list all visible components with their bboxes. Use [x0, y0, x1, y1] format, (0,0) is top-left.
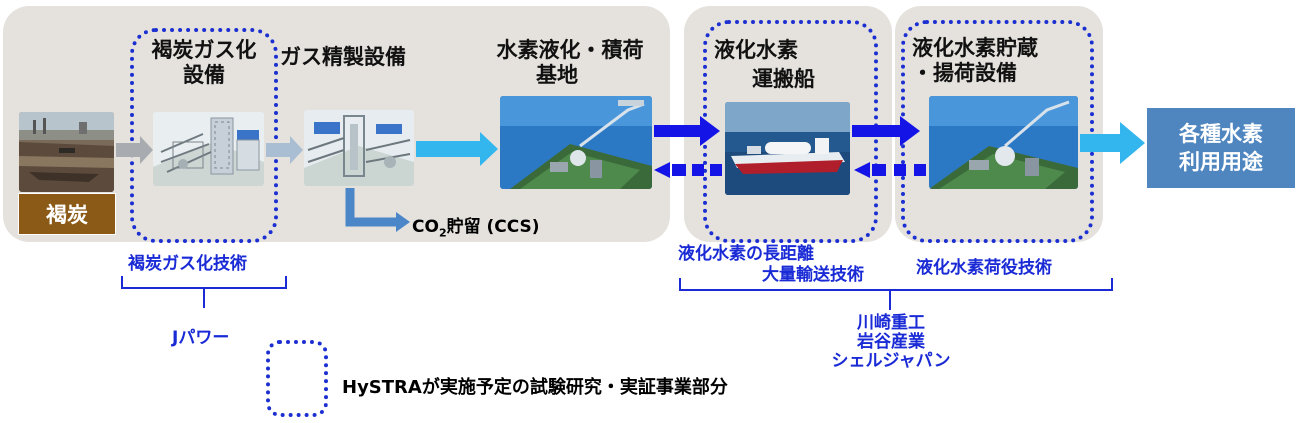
partner-1: 川崎重工 [857, 313, 925, 333]
lh2-carrier-ship-image [725, 102, 850, 195]
uses-line-1: 各種水素 [1179, 122, 1263, 146]
storage-title: 液化水素貯蔵 ・揚荷設備 [912, 36, 1090, 86]
transport-tech-label-1: 液化水素の長距離 [678, 244, 814, 264]
purification-plant-image [304, 110, 414, 186]
partner-3: シェルジャパン [831, 351, 951, 371]
liquefaction-base-image [500, 96, 652, 189]
arrow-liquefaction-to-ship [654, 116, 720, 146]
purification-title-text: ガス精製設備 [280, 45, 406, 69]
storage-facility-image [929, 96, 1078, 189]
storage-title-line-1: 液化水素貯蔵 [912, 36, 1038, 60]
gasification-dotted-box [130, 28, 278, 243]
liquefaction-title-line-1: 水素液化・積荷 [496, 38, 644, 62]
uses-line-2: 利用用途 [1179, 150, 1263, 174]
cargo-tech-label: 液化水素荷役技術 [916, 258, 1052, 278]
bracket-transport-cargo-tech [679, 278, 1113, 310]
ccs-suffix: 貯留 (CCS) [446, 217, 540, 237]
partner-companies: 川崎重工 岩谷産業 シェルジャパン [826, 314, 956, 371]
lignite-label-box: 褐炭 [18, 193, 116, 235]
storage-title-line-2: ・揚荷設備 [912, 61, 1017, 85]
bracket-gasification-tech [121, 276, 287, 308]
gasification-title-line-2: 設備 [183, 63, 225, 87]
lignite-mine-image [19, 112, 114, 192]
ccs-subscript: 2 [438, 226, 447, 240]
purification-title: ガス精製設備 [280, 45, 440, 70]
transport-tech-label-2: 大量輸送技術 [762, 265, 864, 285]
ccs-label: CO2貯留 (CCS) [412, 212, 540, 239]
arrow-purification-to-ccs [345, 188, 398, 227]
arrow-purification-to-liquefaction [416, 132, 498, 166]
partner-2: 岩谷産業 [857, 332, 925, 352]
jpower-label: Jパワー [172, 328, 230, 348]
arrow-gasification-to-purification [266, 136, 303, 164]
lignite-label: 褐炭 [46, 203, 88, 227]
gasification-title-line-1: 褐炭ガス化 [151, 38, 257, 62]
arrow-ship-to-storage [852, 116, 920, 146]
arrow-return-ship-to-liquefaction [654, 162, 722, 178]
legend-dotted-box [266, 340, 328, 417]
liquefaction-title: 水素液化・積荷 基地 [470, 38, 670, 88]
gasification-plant-image [153, 112, 264, 186]
ccs-prefix: CO [412, 217, 439, 237]
hydrogen-uses-box: 各種水素 利用用途 [1147, 108, 1295, 188]
liquefaction-title-line-2: 基地 [536, 63, 578, 87]
legend-text: HySTRAが実施予定の試験研究・実証事業部分 [342, 377, 728, 398]
carrier-title-line-2: 運搬船 [752, 67, 815, 91]
carrier-title: 液化水素 運搬船 [714, 38, 864, 92]
gasification-tech-label: 褐炭ガス化技術 [128, 254, 247, 274]
carrier-title-line-1: 液化水素 [714, 38, 798, 62]
gasification-title: 褐炭ガス化 設備 [136, 38, 272, 88]
arrow-return-storage-to-ship [854, 162, 926, 178]
arrow-storage-to-uses [1080, 122, 1145, 164]
arrow-lignite-to-gasification [116, 136, 153, 164]
